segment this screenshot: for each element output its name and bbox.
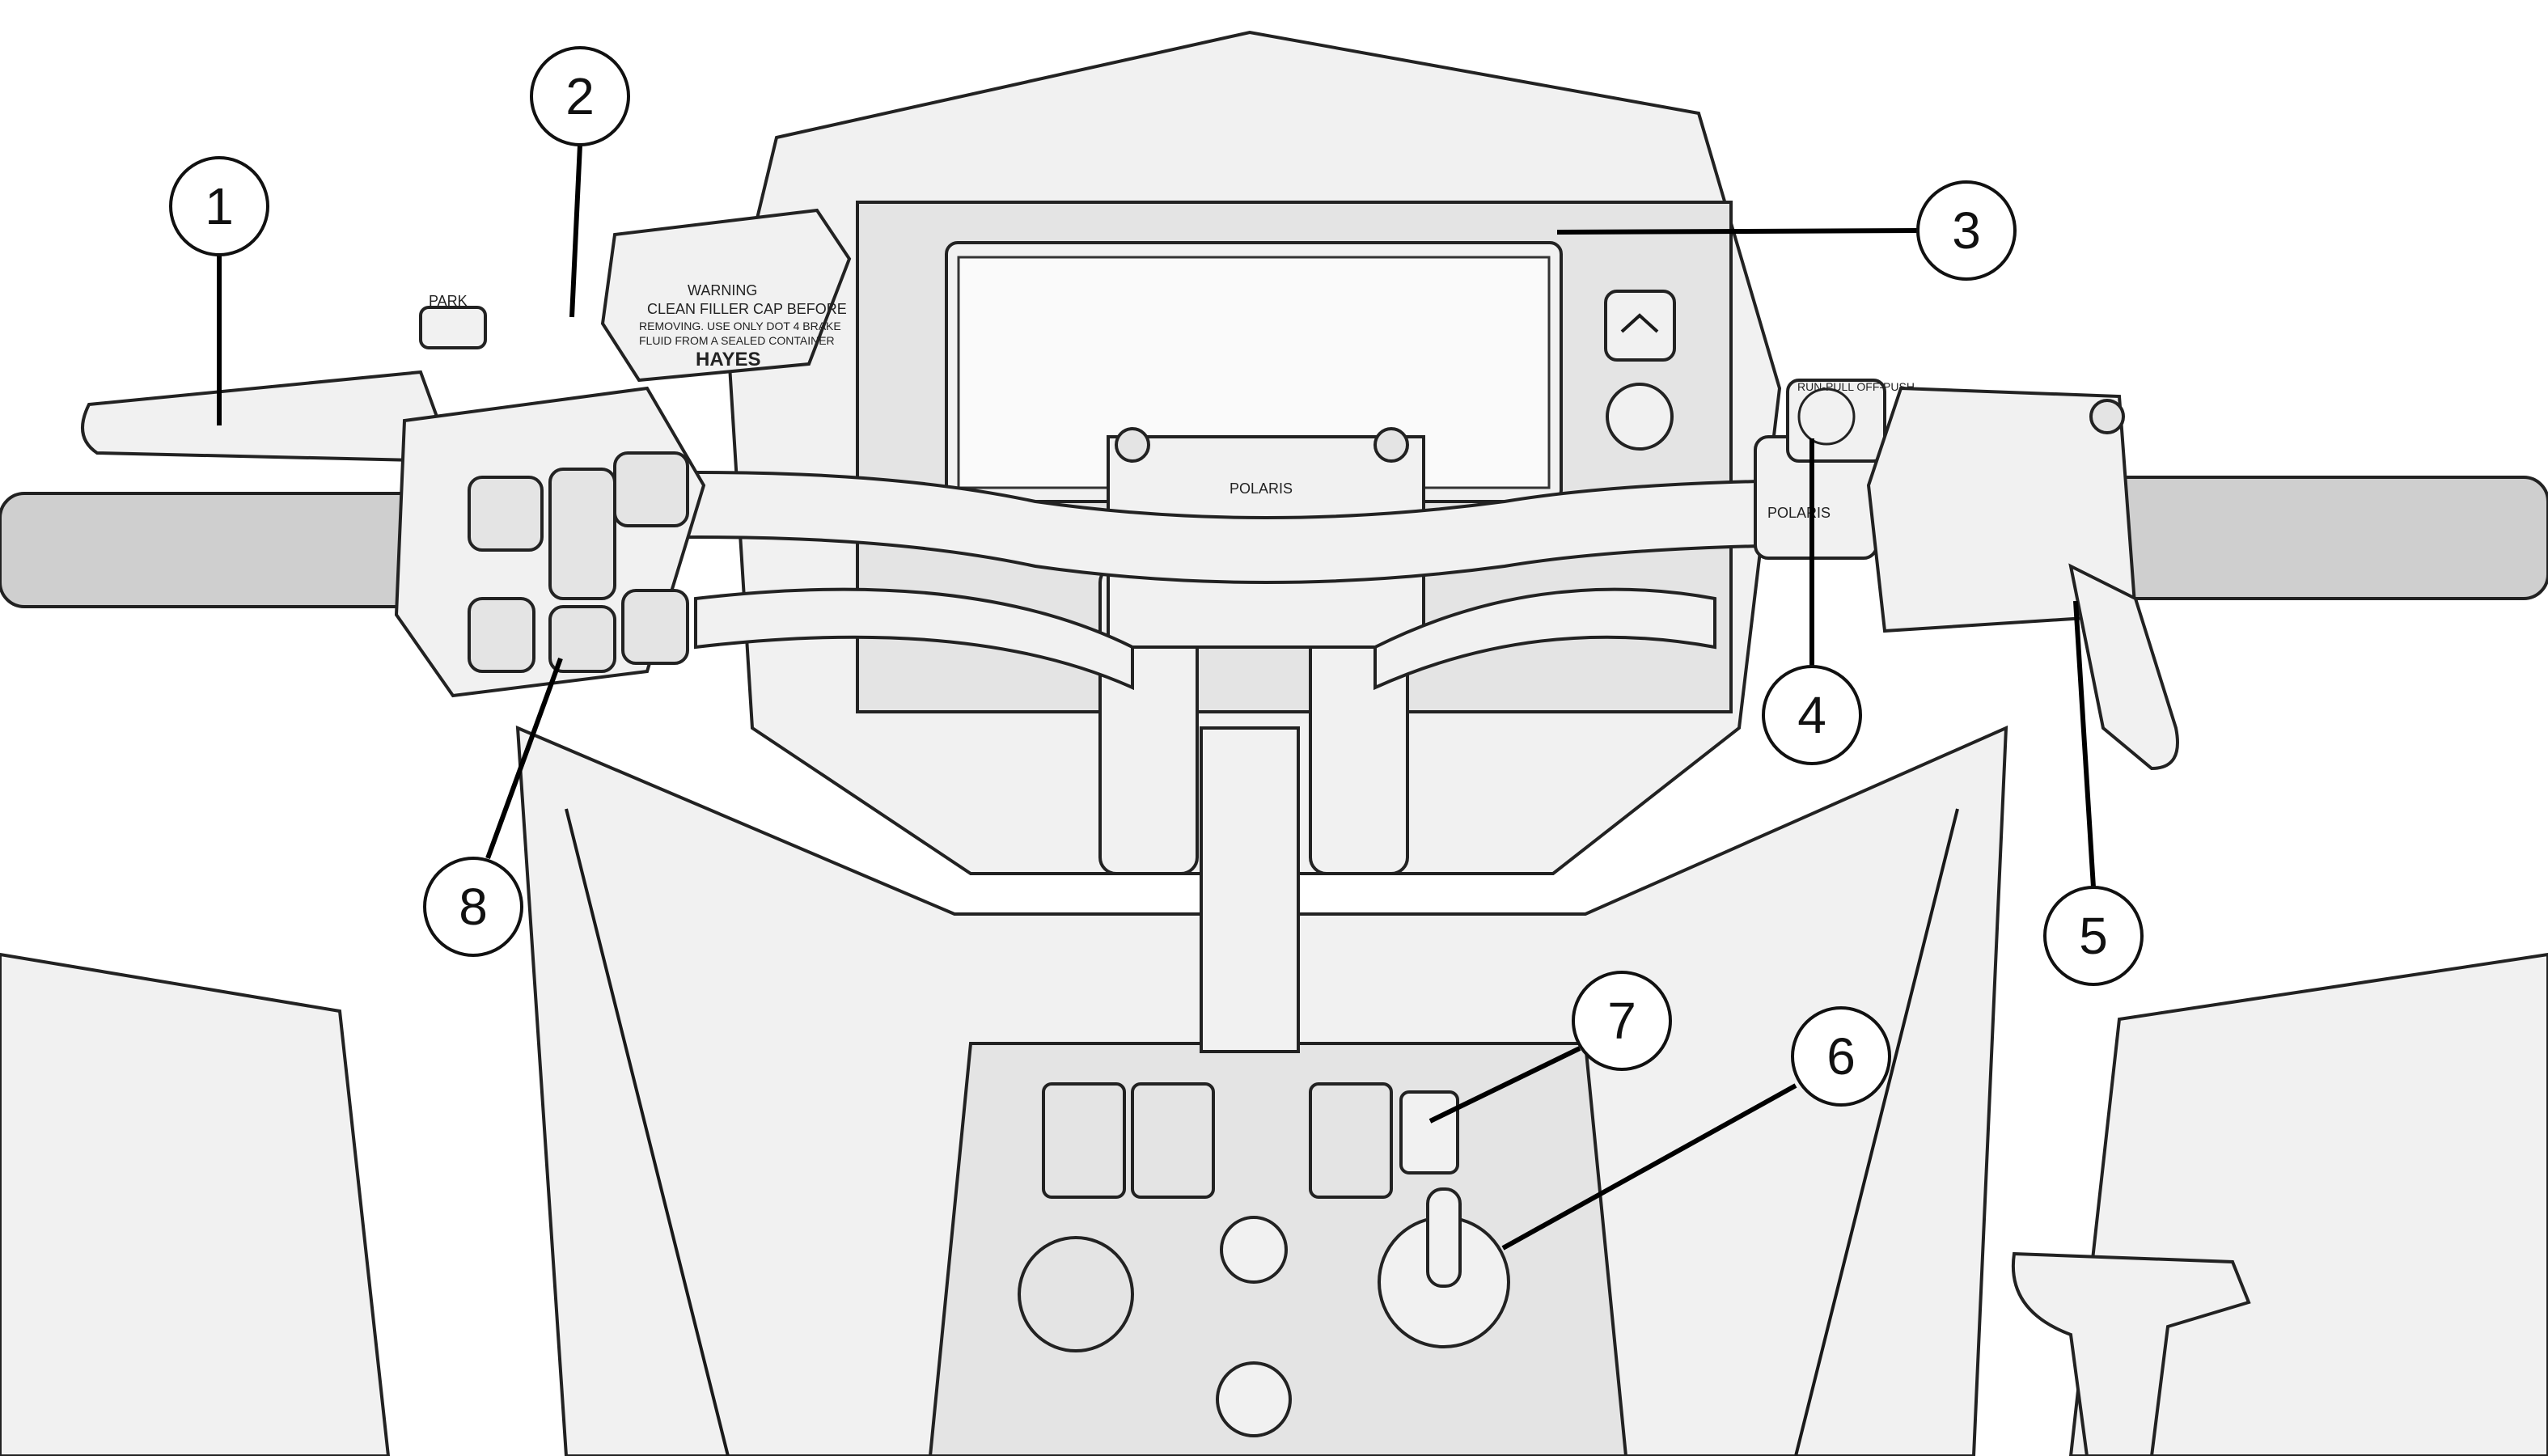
handlebar — [403, 471, 2137, 691]
svg-text:6: 6 — [1826, 1027, 1856, 1086]
callout-1: 1 — [169, 156, 269, 256]
warning-text: WARNING — [688, 282, 757, 298]
right-grip — [2101, 476, 2548, 600]
callout-4: 4 — [1762, 665, 1862, 765]
stop-switch-label: RUN-PULL OFF-PUSH — [1797, 380, 1915, 393]
accessory-outlet — [1220, 1216, 1288, 1284]
svg-text:2: 2 — [565, 67, 595, 125]
parking-brake-lock[interactable] — [419, 306, 487, 349]
throttle-lever[interactable] — [2068, 563, 2179, 771]
callout-6: 6 — [1791, 1006, 1891, 1107]
left-grip — [0, 492, 438, 608]
throttle-housing — [1866, 386, 2138, 633]
switch-button[interactable] — [468, 597, 535, 673]
svg-text:5: 5 — [2079, 907, 2108, 965]
reverse-lever[interactable] — [2011, 1251, 2251, 1456]
left-switch-pod — [394, 386, 706, 698]
callout-5: 5 — [2043, 886, 2144, 986]
brake-fluid-reservoir: WARNING CLEAN FILLER CAP BEFORE REMOVING… — [600, 208, 852, 383]
switch-button[interactable] — [548, 605, 616, 673]
callout-8: 8 — [423, 857, 523, 957]
callout-3: 3 — [1916, 180, 2017, 281]
switch-button[interactable] — [613, 451, 689, 527]
switch-button[interactable] — [621, 589, 689, 665]
center-console — [1018, 1082, 1510, 1437]
warning-text: CLEAN FILLER CAP BEFORE — [647, 301, 847, 317]
warning-text: REMOVING. USE ONLY DOT 4 BRAKE — [639, 320, 841, 332]
svg-text:4: 4 — [1797, 686, 1826, 744]
callout-leaders — [217, 144, 2096, 1251]
svg-text:3: 3 — [1952, 201, 1981, 260]
stem-brand: POLARIS — [1230, 480, 1293, 497]
callout-2: 2 — [530, 46, 630, 146]
polaris-brand: POLARIS — [1767, 505, 1831, 521]
warning-text: FLUID FROM A SEALED CONTAINER — [639, 334, 835, 347]
svg-text:8: 8 — [459, 878, 488, 936]
ignition-key[interactable] — [1426, 1187, 1462, 1288]
callout-7: 7 — [1572, 971, 1672, 1071]
svg-text:1: 1 — [205, 177, 234, 235]
park-label: PARK — [429, 293, 468, 309]
display-up-button[interactable] — [1604, 290, 1676, 362]
hayes-brand: HAYES — [696, 349, 760, 370]
brake-lever[interactable]: PARK — [81, 293, 487, 463]
switch-button[interactable] — [468, 476, 544, 552]
display-mode-button[interactable] — [1606, 383, 1674, 451]
svg-text:7: 7 — [1607, 992, 1636, 1050]
console-switch[interactable] — [1399, 1090, 1459, 1175]
switch-button[interactable] — [548, 468, 616, 600]
